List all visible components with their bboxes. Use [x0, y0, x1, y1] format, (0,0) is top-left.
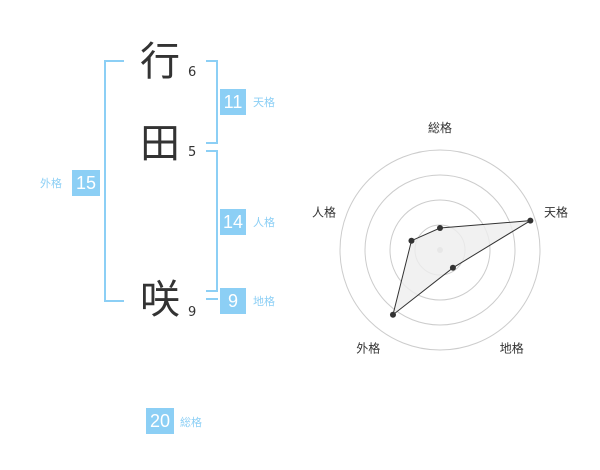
- stroke-count-3: 9: [188, 305, 197, 320]
- tenkaku-bracket: [206, 60, 218, 144]
- stroke-count-2: 5: [188, 145, 197, 160]
- radar-point-3: [449, 264, 456, 271]
- radar-axis-label-5: 人格: [312, 204, 336, 219]
- jinkaku-value: 14: [220, 209, 246, 235]
- radar-axis-label-4: 外格: [356, 341, 380, 356]
- chikaku-value: 9: [220, 288, 246, 314]
- radar-axis-label-2: 天格: [544, 204, 568, 219]
- stroke-count-1: 6: [188, 65, 197, 80]
- radar-ring-3: [364, 174, 516, 326]
- tenkaku-label: 天格: [253, 96, 275, 109]
- soukaku-value: 20: [146, 408, 174, 434]
- gaikaku-label: 外格: [40, 177, 62, 190]
- soukaku-label: 総格: [180, 416, 202, 429]
- chikaku-connector: [206, 298, 218, 300]
- radar-point-2: [527, 217, 534, 224]
- radar-polygon: [392, 220, 531, 317]
- radar-ring-4: [339, 149, 541, 351]
- radar-point-1: [437, 225, 443, 231]
- radar-point-5: [408, 237, 415, 244]
- chikaku-label: 地格: [253, 295, 275, 308]
- gaikaku-value: 15: [72, 170, 100, 196]
- radar-point-4: [389, 311, 396, 318]
- radar-ring-2: [389, 199, 491, 301]
- name-char-2: 田: [140, 121, 180, 167]
- gaikaku-bracket: [104, 60, 124, 302]
- jinkaku-bracket: [206, 150, 218, 292]
- radar-axis-label-1: 総格: [428, 120, 452, 135]
- jinkaku-label: 人格: [253, 216, 275, 229]
- name-char-1: 行: [140, 39, 180, 85]
- name-char-3: 咲: [140, 277, 180, 323]
- radar-axis-label-3: 地格: [500, 341, 524, 356]
- tenkaku-value: 11: [220, 89, 246, 115]
